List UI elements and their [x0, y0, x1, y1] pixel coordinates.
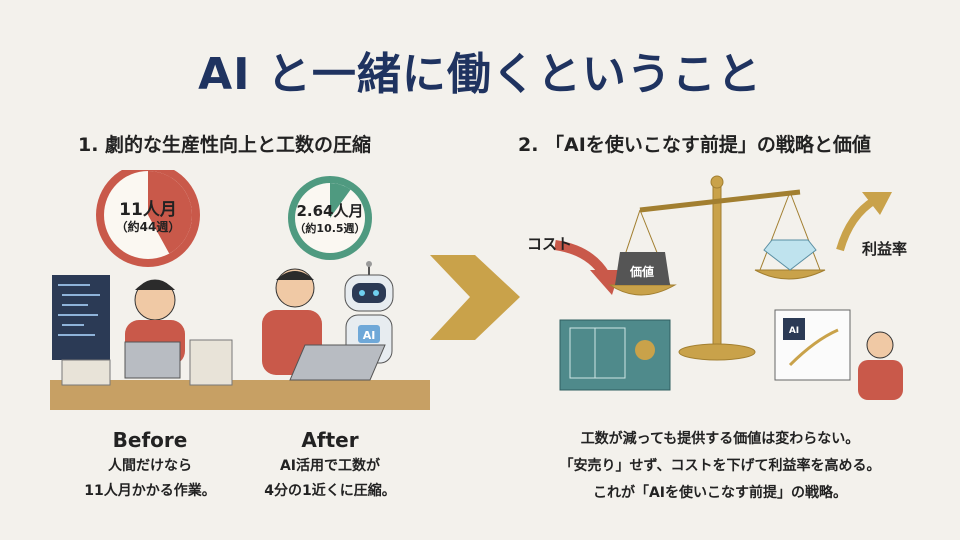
profit-label: 利益率	[862, 240, 908, 258]
section2-heading: 2. 「AIを使いこなす前提」の戦略と価値	[518, 134, 871, 156]
weight-label: 価値	[629, 264, 654, 279]
laptop	[124, 341, 181, 379]
strategy-line1: 工数が減っても提供する価値は変わらない。	[580, 431, 860, 447]
strategy-line3: これが「AIを使いこなす前提」の戦略。	[592, 485, 848, 501]
before-clock-value: 11人月	[119, 200, 177, 220]
before-label: Before	[112, 428, 188, 452]
productivity-illustration: AI	[50, 170, 430, 410]
after-clock-sub: （約10.5週）	[294, 222, 366, 235]
section1-heading: 1. 劇的な生産性向上と工数の圧縮	[78, 134, 372, 156]
ai-chip-label: AI	[789, 326, 799, 336]
profit-up-arrow-icon	[836, 196, 878, 252]
page-title: AI と一緒に働くということ	[198, 49, 762, 100]
strategy-illustration: 価値 AI	[554, 175, 903, 400]
gear-icon	[635, 340, 655, 360]
paper-stack	[61, 359, 111, 386]
after-line1: AI活用で工数が	[279, 458, 381, 474]
robot-chest-label: AI	[363, 329, 376, 342]
cost-label: コスト	[527, 235, 573, 253]
code-monitor	[52, 275, 110, 360]
before-line1: 人間だけなら	[108, 458, 192, 474]
strategy-line2: 「安売り」せず、コストを下げて利益率を高める。	[559, 458, 881, 474]
after-laptop	[289, 344, 386, 381]
after-clock	[288, 176, 372, 260]
paper-stack	[189, 339, 233, 386]
before-clock	[96, 170, 200, 267]
after-clock-value: 2.64人月	[296, 202, 364, 220]
balance-scale	[608, 175, 826, 361]
after-label: After	[301, 428, 359, 452]
after-line2: 4分の1近くに圧縮。	[264, 483, 396, 499]
diamond-icon	[763, 239, 817, 271]
strategist-person	[866, 331, 894, 359]
before-clock-sub: （約44週）	[115, 220, 181, 234]
before-line2: 11人月かかる作業。	[84, 483, 216, 499]
weight-icon	[615, 252, 670, 285]
after-desk	[250, 380, 430, 410]
transition-arrow-icon	[430, 255, 520, 340]
